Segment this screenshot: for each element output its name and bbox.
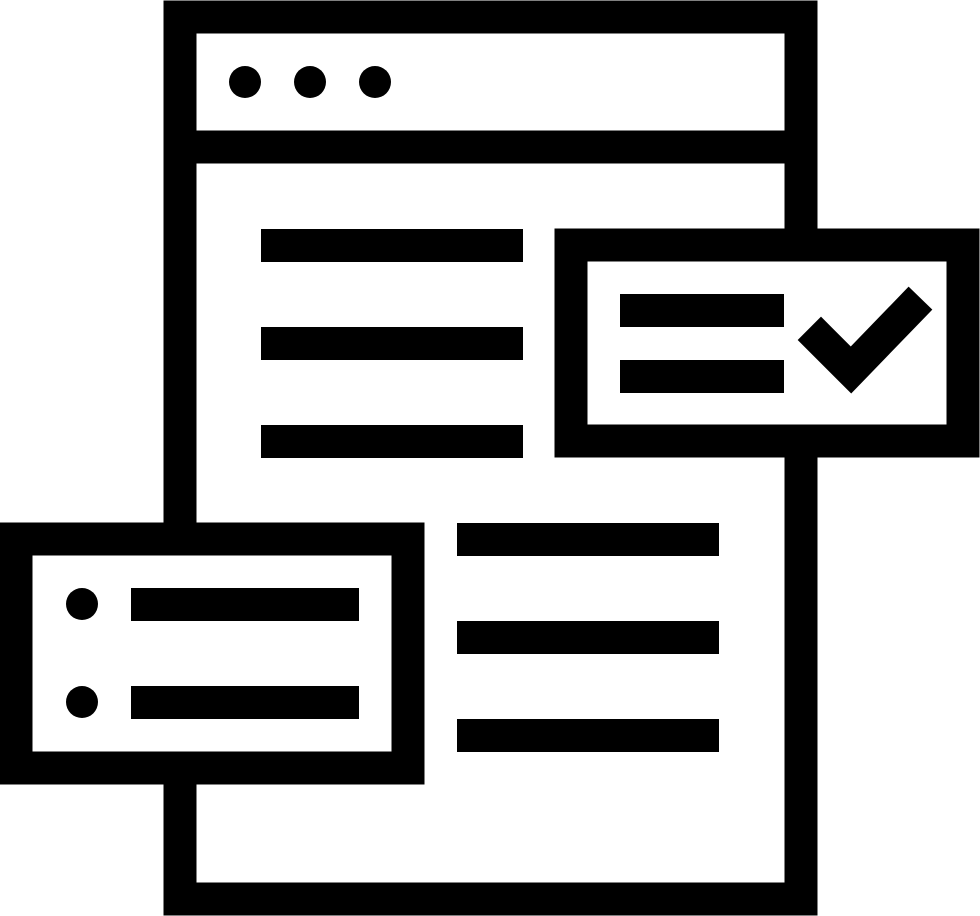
content-line xyxy=(261,229,523,262)
checklist-line xyxy=(620,294,784,327)
content-line xyxy=(457,621,719,654)
bullet-line xyxy=(131,588,359,621)
content-line xyxy=(261,425,523,458)
bullet-list-card-frame xyxy=(0,522,425,785)
content-line xyxy=(457,523,719,556)
bullet-dot xyxy=(66,686,98,718)
content-lines-lower xyxy=(457,523,719,752)
window-dot-3 xyxy=(359,66,391,98)
content-line xyxy=(261,327,523,360)
checklist-card-frame xyxy=(554,228,980,458)
bullet-line xyxy=(131,686,359,719)
window-dot-1 xyxy=(229,66,261,98)
content-line xyxy=(457,719,719,752)
window-control-dots-icon xyxy=(229,66,391,98)
bullet-dot xyxy=(66,588,98,620)
checkmark-icon xyxy=(797,286,933,394)
checklist-line xyxy=(620,360,784,393)
checklist-card-icon xyxy=(554,228,980,458)
bullet-list-card-icon xyxy=(0,522,425,785)
content-lines-upper xyxy=(261,229,523,458)
window-dot-2 xyxy=(294,66,326,98)
